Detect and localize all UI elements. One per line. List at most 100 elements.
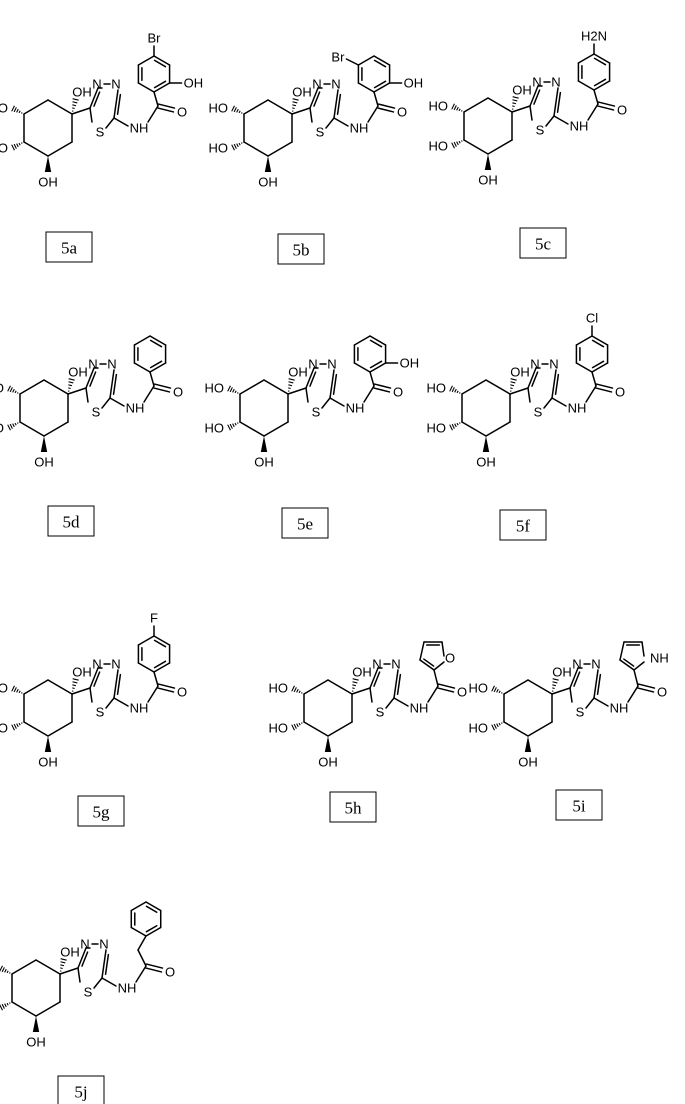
oxygen-label: O <box>397 105 407 120</box>
hash-stroke <box>241 112 243 114</box>
hydroxyl-label: HO <box>0 681 8 696</box>
bond <box>325 117 335 129</box>
hash-stroke <box>7 424 11 431</box>
substituent-label: Br <box>331 50 345 65</box>
hash-stroke <box>288 378 295 381</box>
bond <box>393 697 409 707</box>
hydroxyl-label: HO <box>429 99 449 114</box>
hash-stroke <box>552 684 557 687</box>
ring-bond <box>23 99 49 115</box>
hash-stroke <box>498 690 501 694</box>
hash-stroke <box>292 98 299 101</box>
hash-stroke <box>72 104 77 107</box>
hashed-bond <box>351 678 359 692</box>
bond <box>369 687 373 703</box>
ring-bond <box>461 379 487 395</box>
double-bond <box>373 671 381 687</box>
hash-stroke <box>238 142 241 146</box>
hash-stroke <box>231 144 235 151</box>
hash-stroke <box>512 99 518 102</box>
hash-stroke <box>552 681 558 684</box>
carbonyl-double-bond <box>153 383 172 389</box>
hash-stroke <box>352 687 355 690</box>
aromatic-bond <box>153 82 171 93</box>
hash-stroke <box>68 384 73 387</box>
ring-bond <box>243 99 269 115</box>
hashed-bond <box>11 722 23 731</box>
heteroatom-label: O <box>445 651 455 666</box>
amide-nh-label: NH <box>570 119 589 134</box>
carbonyl-double-bond <box>145 963 164 969</box>
nitrogen-label: N <box>532 75 541 90</box>
hydroxyl-label: HO <box>427 381 447 396</box>
hash-stroke <box>72 107 75 110</box>
hash-stroke <box>72 687 75 690</box>
hash-stroke <box>16 723 19 728</box>
aromatic-bond <box>137 55 155 66</box>
hash-stroke <box>291 685 295 692</box>
hash-stroke <box>7 385 11 392</box>
hash-stroke <box>12 423 15 428</box>
hashed-bond <box>71 98 79 112</box>
oxygen-label: O <box>393 385 403 400</box>
hydroxyl-label: HO <box>205 381 225 396</box>
hash-stroke <box>301 692 303 694</box>
bond <box>59 967 79 975</box>
hash-stroke <box>288 381 294 384</box>
hash-stroke <box>68 378 75 381</box>
double-bond <box>81 951 89 967</box>
hash-stroke <box>0 965 3 972</box>
bond <box>373 91 379 107</box>
hash-stroke <box>236 143 239 148</box>
hashed-bond <box>11 105 23 114</box>
hash-stroke <box>6 1002 9 1006</box>
aromatic-bond <box>619 659 635 671</box>
aromatic-bond <box>153 80 167 89</box>
hydroxyl-label: OH <box>552 665 572 680</box>
aromatic-bond <box>433 661 445 671</box>
substituent-label: F <box>150 611 158 626</box>
carbonyl-double-bond <box>144 967 163 973</box>
hash-stroke <box>234 422 237 426</box>
compound-label-box: 5c <box>519 227 567 259</box>
ring-bond <box>239 379 265 395</box>
wedge-bond <box>44 156 52 172</box>
hash-stroke <box>291 724 295 731</box>
double-bond <box>116 93 122 115</box>
hydroxyl-label: OH <box>258 175 278 190</box>
sulfur-label: S <box>316 125 325 140</box>
hashed-bond <box>231 105 243 114</box>
bond <box>153 671 159 687</box>
compound-label: 5b <box>293 241 310 260</box>
hash-stroke <box>60 964 65 967</box>
aromatic-bond <box>357 55 375 66</box>
hash-stroke <box>512 96 519 99</box>
hashed-bond <box>59 958 67 972</box>
double-bond <box>85 367 95 389</box>
ring-bond <box>23 141 49 157</box>
hydroxyl-label: OH <box>292 85 312 100</box>
hash-stroke <box>18 142 21 146</box>
double-bond <box>77 947 87 969</box>
compound-label-box: 5h <box>329 791 377 823</box>
bond <box>135 965 147 983</box>
bond <box>113 117 129 127</box>
nitrogen-label: N <box>551 75 560 90</box>
bond <box>545 115 555 127</box>
ring-bond <box>267 141 293 157</box>
hashed-bond <box>449 422 461 431</box>
aromatic-bond <box>137 635 155 646</box>
wedge-bond <box>32 1016 40 1032</box>
hash-stroke <box>68 387 71 390</box>
hydroxyl-label: OH <box>254 455 274 470</box>
hashed-bond <box>11 142 23 151</box>
ring-bond <box>327 721 353 737</box>
bond <box>101 397 111 409</box>
amide-nh-label: NH <box>126 401 145 416</box>
bond <box>345 58 360 66</box>
bond <box>287 387 307 395</box>
aromatic-bond <box>145 901 162 912</box>
